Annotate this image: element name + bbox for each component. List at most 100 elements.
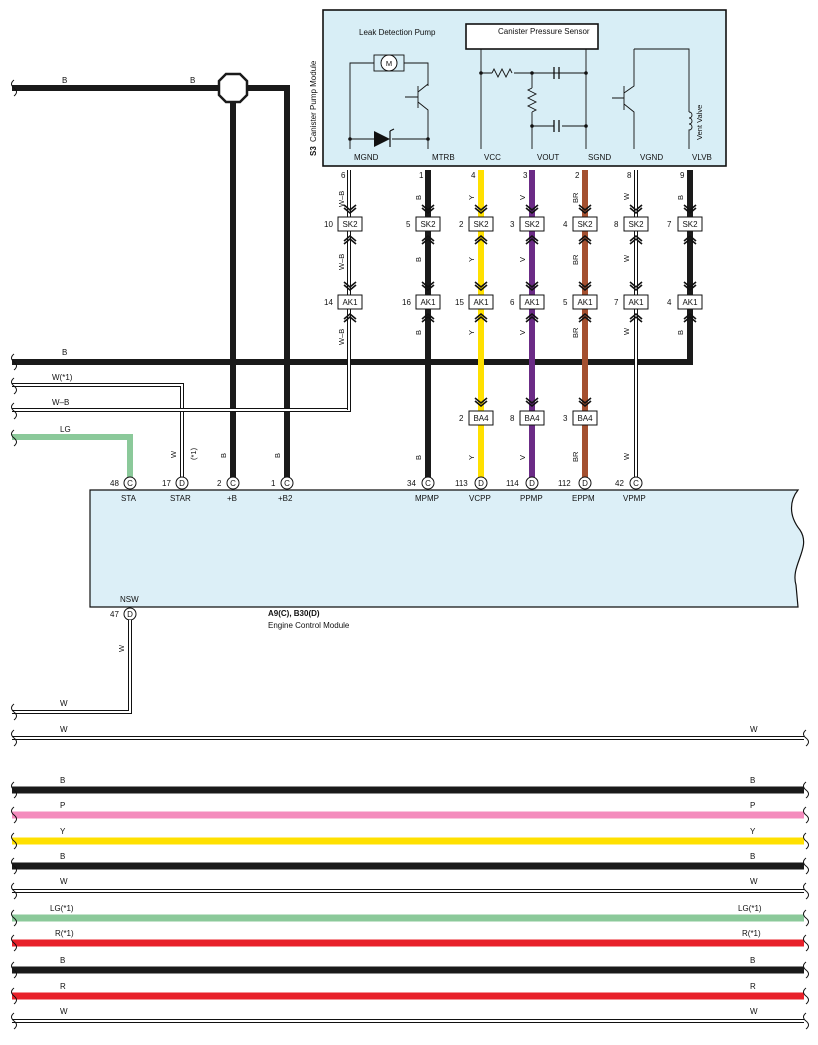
svg-text:7: 7 — [614, 298, 619, 307]
svg-text:2: 2 — [459, 220, 464, 229]
wire-color-label: V — [518, 455, 527, 460]
connector-chevron-icon — [474, 281, 488, 292]
svg-text:+B2: +B2 — [278, 494, 293, 503]
svg-text:R: R — [750, 982, 756, 991]
wb-wire-label: W–B — [52, 398, 69, 407]
svg-text:5: 5 — [406, 220, 411, 229]
wire-color-label: W–B — [337, 254, 346, 270]
svg-text:2: 2 — [459, 414, 464, 423]
junction-icon — [217, 72, 249, 104]
ecm-codes: A9(C), B30(D) — [268, 609, 320, 618]
svg-text:SK2: SK2 — [342, 220, 358, 229]
svg-text:8: 8 — [614, 220, 619, 229]
svg-text:B: B — [60, 776, 65, 785]
svg-text:47: 47 — [110, 610, 119, 619]
svg-text:SK2: SK2 — [524, 220, 540, 229]
long-w-wire: W W — [11, 725, 809, 747]
svg-text:VPMP: VPMP — [623, 494, 646, 503]
connector-chevron-icon — [525, 234, 539, 245]
svg-text:AK1: AK1 — [420, 298, 436, 307]
connector-chevron-icon — [683, 234, 697, 245]
pin-label: 6 — [341, 171, 346, 180]
wire-color-label: W–B — [337, 191, 346, 207]
connector-chevron-icon — [629, 204, 643, 215]
w1-wire-label: W(*1) — [52, 373, 73, 382]
wire-color-label: B — [414, 455, 423, 460]
svg-text:2: 2 — [217, 479, 222, 488]
wire-color-label: B — [414, 257, 423, 262]
wire-color-label: V — [518, 330, 527, 335]
pressure-sensor-box — [465, 23, 599, 50]
svg-text:W: W — [60, 1007, 68, 1016]
wire-color-label: Y — [467, 455, 476, 460]
pump-module-id: S3 — [309, 146, 318, 156]
mid-b-wire-label: B — [62, 348, 67, 357]
connector-chevron-icon — [525, 397, 539, 408]
connector-chevron-icon — [421, 204, 435, 215]
svg-text:4: 4 — [563, 220, 568, 229]
bus-wire: R(*1)R(*1) — [11, 929, 809, 952]
svg-text:8: 8 — [510, 414, 515, 423]
svg-text:AK1: AK1 — [524, 298, 540, 307]
svg-text:AK1: AK1 — [342, 298, 358, 307]
wire-color-label: B — [676, 195, 685, 200]
connector-chevron-icon — [343, 234, 357, 245]
svg-text:1: 1 — [271, 479, 276, 488]
ak1-connector: AK1 14 — [324, 294, 363, 310]
svg-text:P: P — [60, 801, 65, 810]
svg-text:3: 3 — [563, 414, 568, 423]
connector-chevrons — [343, 204, 697, 408]
terminal-vcc: VCC — [484, 153, 501, 162]
svg-text:5: 5 — [563, 298, 568, 307]
connector-chevron-icon — [474, 234, 488, 245]
svg-text:SK2: SK2 — [577, 220, 593, 229]
wire-color-label: V — [518, 257, 527, 262]
svg-text:LG(*1): LG(*1) — [738, 904, 762, 913]
engine-control-module: A9(C), B30(D) Engine Control Module — [89, 489, 805, 630]
svg-text:B: B — [60, 852, 65, 861]
svg-text:14: 14 — [324, 298, 333, 307]
svg-text:4: 4 — [667, 298, 672, 307]
terminal-sgnd: SGND — [588, 153, 611, 162]
connector-chevron-icon — [343, 204, 357, 215]
connector-chevron-icon — [683, 312, 697, 323]
svg-text:C: C — [127, 479, 133, 488]
wire-color-label: BR — [571, 327, 580, 338]
nsw-wire: W W — [11, 620, 132, 721]
svg-text:R: R — [60, 982, 66, 991]
svg-text:AK1: AK1 — [628, 298, 644, 307]
svg-text:C: C — [284, 479, 290, 488]
terminal-vlvb: VLVB — [692, 153, 712, 162]
svg-text:EPPM: EPPM — [572, 494, 595, 503]
wire-color-label: B — [414, 195, 423, 200]
resistor-icon — [526, 87, 538, 113]
svg-text:PPMP: PPMP — [520, 494, 543, 503]
connector-chevron-icon — [474, 204, 488, 215]
wire-color-label: W–B — [337, 329, 346, 345]
valve-transistor-icon — [612, 48, 690, 149]
svg-text:NSW: NSW — [120, 595, 139, 604]
svg-text:W: W — [750, 877, 758, 886]
connector-chevron-icon — [578, 204, 592, 215]
module-wires — [347, 170, 638, 478]
wire-color-label: Y — [467, 195, 476, 200]
svg-text:B: B — [750, 776, 755, 785]
